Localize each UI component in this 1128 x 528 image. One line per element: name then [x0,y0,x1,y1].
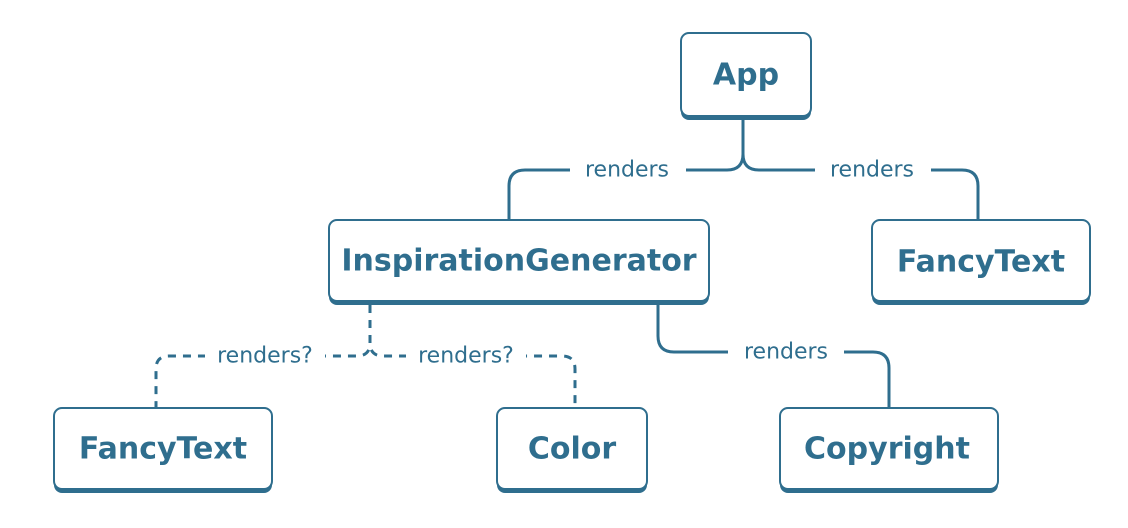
node-copyright: Copyright [779,407,999,493]
edge-label-inspiration-generator-to-fancy-text: renders? [217,344,313,369]
node-label-fancy-text-left: FancyText [79,432,247,467]
node-fancy-text-right: FancyText [871,219,1091,305]
node-label-app: App [713,58,779,93]
edge-label-app-to-fancy-text: renders [830,158,914,183]
node-color: Color [496,407,648,493]
edge-label-inspiration-generator-to-color: renders? [418,344,514,369]
node-app: App [680,32,812,120]
node-label-color: Color [528,432,617,467]
node-label-inspiration-generator: InspirationGenerator [341,244,696,279]
node-inspiration-generator: InspirationGenerator [328,219,710,305]
edge-labels: renders renders renders? renders? render… [205,155,931,371]
node-fancy-text-left: FancyText [53,407,273,493]
node-label-fancy-text-right: FancyText [897,245,1065,280]
edge-label-app-to-inspiration-generator: renders [585,158,669,183]
node-label-copyright: Copyright [804,432,970,467]
edge-label-inspiration-generator-to-copyright: renders [744,340,828,365]
